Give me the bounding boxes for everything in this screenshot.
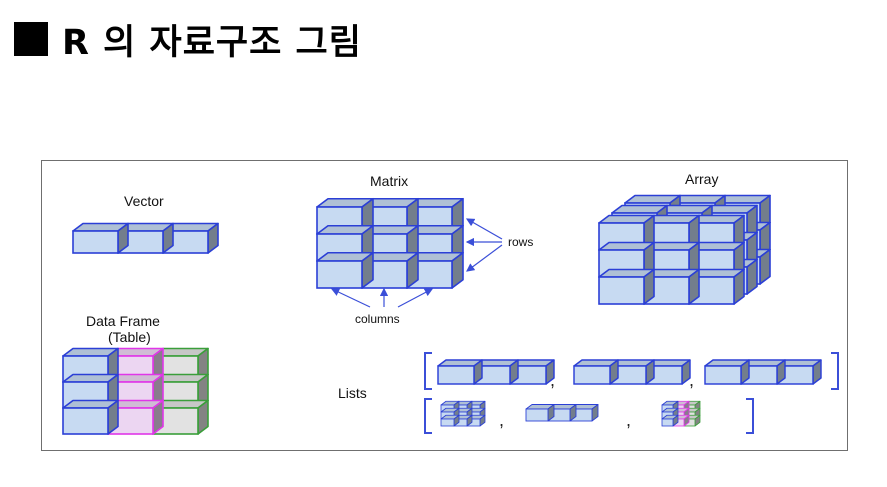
rows-arrow-bottom xyxy=(466,244,503,272)
rows-arrow-top xyxy=(465,218,503,240)
array-cell-front xyxy=(598,268,655,305)
list-vector-cell xyxy=(509,359,555,385)
dataframe-graphic xyxy=(62,347,209,435)
columns-arrow-left xyxy=(330,288,371,308)
list-vector-cell xyxy=(704,359,750,385)
array-graphic xyxy=(598,194,771,305)
list-bracket-close xyxy=(746,398,754,434)
vector-graphic xyxy=(72,222,219,254)
columns-arrow-right xyxy=(397,288,434,308)
list-vector-cell xyxy=(473,359,519,385)
page-title: R 의 자료구조 그림 xyxy=(14,14,362,64)
page-title-text: R 의 자료구조 그림 xyxy=(62,22,362,63)
matrix-cell xyxy=(406,251,464,289)
list-vector-cell xyxy=(573,359,619,385)
data-structures-figure: ,,,, Vector Matrix Array rows columns Da… xyxy=(41,160,848,451)
list-bracket-open xyxy=(424,398,432,434)
lists-label: Lists xyxy=(338,385,367,401)
dataframe-cell xyxy=(62,399,119,435)
list-vector-cell xyxy=(740,359,786,385)
matrix-label: Matrix xyxy=(370,173,408,189)
matrix-graphic xyxy=(316,197,464,289)
vector-label: Vector xyxy=(124,193,164,209)
list-comma: , xyxy=(550,370,555,390)
list-vector-cell xyxy=(525,404,555,422)
dataframe-label-line2: (Table) xyxy=(108,329,151,345)
list-vector-cell xyxy=(437,359,483,385)
vector-cell xyxy=(72,222,129,254)
rows-label: rows xyxy=(508,235,533,249)
list-matrix-cell xyxy=(440,414,460,427)
diagram-canvas: ,,,, Vector Matrix Array rows columns Da… xyxy=(62,171,839,435)
list-vector-cell xyxy=(645,359,691,385)
matrix-cell xyxy=(316,251,374,289)
list-bracket-close xyxy=(831,352,839,390)
list-comma: , xyxy=(626,410,631,430)
vector-cell xyxy=(117,222,174,254)
dataframe-label-line1: Data Frame xyxy=(86,313,160,329)
list-bracket-open xyxy=(424,352,432,390)
columns-arrows xyxy=(330,287,434,308)
vector-cell xyxy=(162,222,219,254)
columns-label: columns xyxy=(355,312,400,326)
array-label: Array xyxy=(685,171,718,187)
list-vector-cell xyxy=(776,359,822,385)
list-comma: , xyxy=(689,370,694,390)
list-comma: , xyxy=(499,410,504,430)
rows-arrows xyxy=(465,218,503,272)
square-bullet-icon xyxy=(14,22,48,56)
lists-graphic: ,,,, xyxy=(424,352,839,434)
list-dataframe-cell xyxy=(661,414,679,427)
list-vector-cell xyxy=(609,359,655,385)
